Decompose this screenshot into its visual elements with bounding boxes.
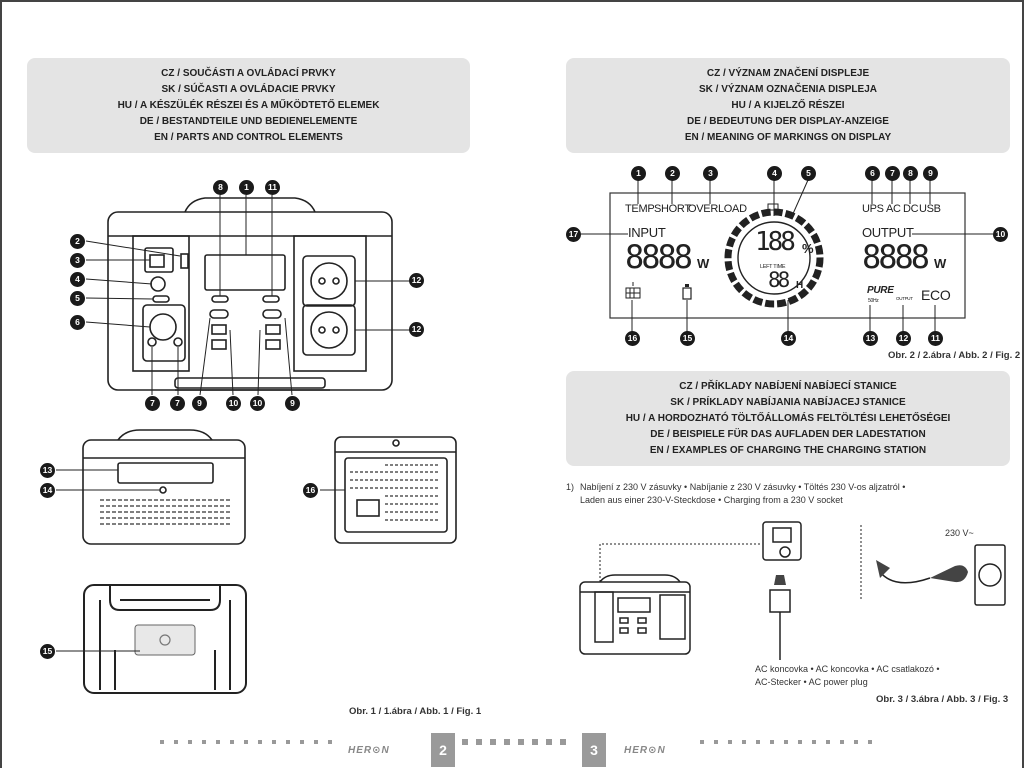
lcd-pure: PURE xyxy=(867,285,894,296)
label-7: 7 xyxy=(170,396,185,411)
display-label-8: 8 xyxy=(903,166,918,181)
voltage-label: 230 V~ xyxy=(945,528,974,538)
display-label-5: 5 xyxy=(801,166,816,181)
header-line: DE / BEISPIELE FÜR DAS AUFLADEN DER LADE… xyxy=(650,429,926,440)
label-6: 6 xyxy=(70,315,85,330)
lcd-left-time: LEFT TIME xyxy=(760,264,786,270)
label-5: 5 xyxy=(70,291,85,306)
header-line: HU / A HORDOZHATÓ TÖLTŐÁLLOMÁS FELTÖLTÉS… xyxy=(625,413,951,424)
header-line: EN / EXAMPLES OF CHARGING THE CHARGING S… xyxy=(649,445,927,456)
header-line: SK / PRÍKLADY NABÍJANIA NABÍJACEJ STANIC… xyxy=(670,397,906,408)
lcd-output-label: OUTPUT xyxy=(862,225,914,240)
label-16: 16 xyxy=(303,483,318,498)
display-label-13: 13 xyxy=(863,331,878,346)
label-12: 12 xyxy=(409,322,424,337)
page-number-left: 2 xyxy=(431,733,455,767)
display-label-6: 6 xyxy=(865,166,880,181)
header-line: HU / A KIJELZŐ RÉSZEI xyxy=(731,100,845,111)
lcd-ac: AC xyxy=(886,203,901,215)
lcd-input-label: INPUT xyxy=(628,225,666,240)
lcd-pure-output: OUTPUT xyxy=(896,296,913,301)
fig3-caption: Obr. 3 / 3.ábra / Abb. 3 / Fig. 3 xyxy=(876,694,1009,705)
lcd-overload: OVERLOAD xyxy=(688,203,747,215)
lcd-output-value: 8888 xyxy=(862,238,930,276)
label-9: 9 xyxy=(192,396,207,411)
lcd-hours-value: 88 xyxy=(768,268,790,292)
display-label-15: 15 xyxy=(680,331,695,346)
label-12: 12 xyxy=(409,273,424,288)
display-label-9: 9 xyxy=(923,166,938,181)
page-border-left xyxy=(0,0,2,768)
header-line: CZ / PŘÍKLADY NABÍJENÍ NABÍJECÍ STANICE xyxy=(679,381,897,392)
heron-logo-right: HER⊙N xyxy=(624,745,666,756)
display-label-16: 16 xyxy=(625,331,640,346)
display-label-4: 4 xyxy=(767,166,782,181)
header-line: HU / A KÉSZÜLÉK RÉSZEI ÉS A MŰKÖDTETŐ EL… xyxy=(117,100,380,111)
fig2-caption: Obr. 2 / 2.ábra / Abb. 2 / Fig. 2 xyxy=(888,350,1021,361)
header-line: CZ / VÝZNAM ZNAČENÍ DISPLEJE xyxy=(706,68,870,79)
label-3: 3 xyxy=(70,253,85,268)
connector-line1: AC koncovka • AC koncovka • AC csatlakoz… xyxy=(755,664,940,674)
display-label-10: 10 xyxy=(993,227,1008,242)
page-border-top xyxy=(0,0,1024,2)
display-header: CZ / VÝZNAM ZNAČENÍ DISPLEJE SK / VÝZNAM… xyxy=(566,58,1010,153)
header-line: EN / PARTS AND CONTROL ELEMENTS xyxy=(154,132,343,143)
display-label-7: 7 xyxy=(885,166,900,181)
charging-desc-line1: Nabíjení z 230 V zásuvky • Nabíjanie z 2… xyxy=(580,482,906,492)
lcd-hours-unit: H xyxy=(796,280,803,291)
display-label-17: 17 xyxy=(566,227,581,242)
lcd-percent-value: 188 xyxy=(755,227,796,257)
lcd-input-value: 8888 xyxy=(625,238,693,276)
header-line: CZ / SOUČÁSTI A OVLÁDACÍ PRVKY xyxy=(161,68,336,79)
page-number-right: 3 xyxy=(582,733,606,767)
label-10: 10 xyxy=(226,396,241,411)
label-15: 15 xyxy=(40,644,55,659)
label-10: 10 xyxy=(250,396,265,411)
lcd-input-unit: W xyxy=(697,256,709,271)
label-8: 8 xyxy=(213,180,228,195)
label-7: 7 xyxy=(145,396,160,411)
charging-header: CZ / PŘÍKLADY NABÍJENÍ NABÍJECÍ STANICE … xyxy=(566,371,1010,466)
header-line: SK / VÝZNAM OZNAČENIA DISPLEJA xyxy=(699,84,877,95)
display-label-3: 3 xyxy=(703,166,718,181)
charging-desc-line2: Laden aus einer 230-V-Steckdose • Chargi… xyxy=(580,495,843,505)
parts-header: CZ / SOUČÁSTI A OVLÁDACÍ PRVKY SK / SÚČA… xyxy=(27,58,470,153)
lcd-dc: DC xyxy=(903,203,919,215)
lcd-freq: 50Hz xyxy=(868,298,879,304)
header-line: DE / BESTANDTEILE UND BEDIENELEMENTE xyxy=(139,116,358,127)
label-11: 11 xyxy=(265,180,280,195)
label-2: 2 xyxy=(70,234,85,249)
header-line: EN / MEANING OF MARKINGS ON DISPLAY xyxy=(684,132,892,143)
display-label-11: 11 xyxy=(928,331,943,346)
label-9: 9 xyxy=(285,396,300,411)
display-label-2: 2 xyxy=(665,166,680,181)
heron-logo-left: HER⊙N xyxy=(348,745,390,756)
lcd-usb: USB xyxy=(919,203,941,215)
connector-line2: AC-Stecker • AC power plug xyxy=(755,677,868,687)
lcd-output-unit: W xyxy=(934,256,946,271)
lcd-temp: TEMP xyxy=(625,203,655,215)
label-14: 14 xyxy=(40,483,55,498)
label-13: 13 xyxy=(40,463,55,478)
lcd-ups: UPS xyxy=(862,203,884,215)
lcd-eco: ECO xyxy=(921,287,951,303)
lcd-percent-unit: % xyxy=(802,241,814,256)
display-label-14: 14 xyxy=(781,331,796,346)
page-border-right xyxy=(1022,0,1024,768)
label-1: 1 xyxy=(239,180,254,195)
header-line: SK / SÚČASTI A OVLÁDACIE PRVKY xyxy=(161,84,336,95)
header-line: DE / BEDEUTUNG DER DISPLAY-ANZEIGE xyxy=(687,116,889,127)
label-4: 4 xyxy=(70,272,85,287)
display-label-1: 1 xyxy=(631,166,646,181)
display-label-12: 12 xyxy=(896,331,911,346)
lcd-short: SHORT xyxy=(654,203,691,215)
fig1-caption: Obr. 1 / 1.ábra / Abb. 1 / Fig. 1 xyxy=(349,706,482,717)
charging-item-number: 1) xyxy=(566,482,575,492)
